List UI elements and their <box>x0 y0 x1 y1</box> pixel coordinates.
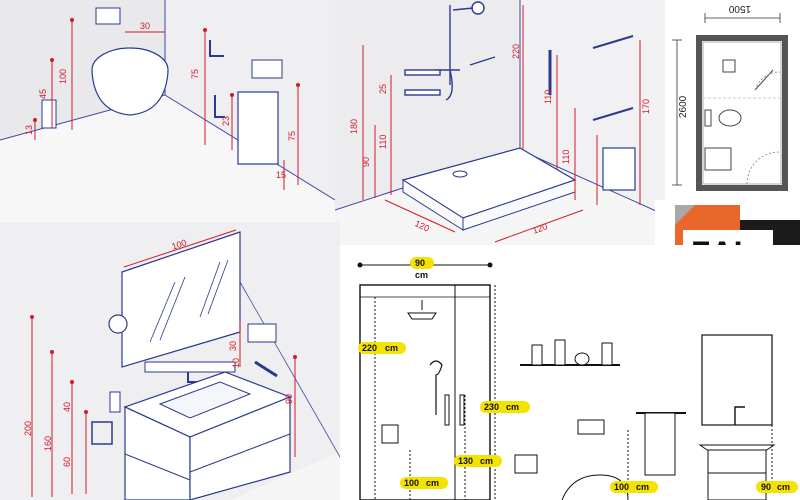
dim-value: 220 <box>362 343 377 353</box>
plan-toilet-icon <box>718 109 742 127</box>
shower-corner-panel: 220 110 25 180 90 110 110 170 120 120 <box>335 0 665 245</box>
vanity-panel: 100 30 10 200 160 40 60 90 <box>0 222 340 500</box>
makeup-mirror <box>108 314 128 334</box>
shelf-bottles <box>531 339 613 366</box>
glass-shelf <box>144 361 236 373</box>
dim-label: 100 <box>58 69 68 84</box>
towel-shelves <box>404 69 441 96</box>
cabin-width-value: 90 <box>415 258 425 268</box>
dim-label: 160 <box>43 436 53 451</box>
dim-label: 120 <box>531 221 549 236</box>
plan-shower-door <box>754 69 774 91</box>
dim-label: 100 <box>170 238 187 252</box>
dim-unit: cm <box>480 456 493 466</box>
dim-label: 75 <box>287 131 297 141</box>
vanity-cabinet <box>123 371 292 500</box>
plan-sink-icon <box>704 147 732 171</box>
dim-label: 75 <box>190 69 200 79</box>
dim-value: 100 <box>614 482 629 492</box>
dim-unit: cm <box>777 482 790 492</box>
dim-unit: cm <box>506 402 519 412</box>
shower-cabin <box>359 284 491 500</box>
dim-badge <box>400 477 448 489</box>
floor-plan-panel: 1500 2600 <box>665 0 800 200</box>
dim-label: 23 <box>221 116 231 126</box>
dim-label: 60 <box>62 457 72 467</box>
towel-bars <box>592 35 634 121</box>
dim-value: 90 <box>761 482 771 492</box>
shower-mixer <box>381 424 399 444</box>
dim-label: 30 <box>228 341 238 351</box>
wall-mirror <box>121 231 241 368</box>
plan-drain-icon <box>722 59 736 73</box>
dim-label: 10 <box>231 358 241 368</box>
dim-label: 90 <box>361 157 371 167</box>
toilet-wall-panel: 30 100 45 13 75 23 75 15 <box>0 0 335 222</box>
cabin-width-unit: cm <box>415 270 428 280</box>
dim-value: 230 <box>484 402 499 412</box>
toilet-paper-holder <box>514 454 538 474</box>
dim-unit: cm <box>426 478 439 488</box>
hanging-towel <box>644 412 676 476</box>
flush-buttons <box>577 419 605 435</box>
toilet-roll-holder <box>209 40 224 57</box>
toilet-brush <box>41 99 57 129</box>
dim-value: 100 <box>404 478 419 488</box>
waste-bin <box>237 91 279 165</box>
dim-badge <box>610 481 658 493</box>
dim-unit: cm <box>636 482 649 492</box>
dim-label: 25 <box>378 84 388 94</box>
dim-label: 110 <box>561 150 571 164</box>
sink-faucet <box>734 406 745 425</box>
plan-height-label: 2600 <box>678 95 689 118</box>
sink-cabinet <box>707 449 767 500</box>
shower-rail-set <box>435 1 496 101</box>
dim-label: 170 <box>641 99 651 114</box>
hair-dryer-holder <box>254 360 278 378</box>
dim-badge <box>480 401 530 413</box>
plan-door-swing <box>746 151 780 185</box>
rain-shower-head <box>407 300 437 320</box>
wall-mirror-front <box>701 334 773 426</box>
dim-badge <box>358 342 406 354</box>
paper-dispenser <box>251 59 283 79</box>
dim-badge <box>756 481 798 493</box>
dim-label: 110 <box>543 90 553 104</box>
dim-label: 13 <box>24 125 34 135</box>
dim-badge <box>454 455 502 467</box>
dim-label: 45 <box>38 89 48 99</box>
wall-hung-toilet <box>91 47 169 116</box>
towel-ring <box>91 421 113 445</box>
dim-label: 180 <box>349 119 359 134</box>
dim-value: 130 <box>458 456 473 466</box>
flush-plate <box>95 7 121 25</box>
brush-holder-bracket <box>214 95 225 118</box>
width-badge <box>410 257 434 269</box>
dim-label: 200 <box>23 421 33 436</box>
plan-width-label: 1500 <box>728 3 751 14</box>
laundry-basket <box>602 147 636 191</box>
soap-bottle <box>109 391 121 413</box>
hand-shower <box>429 360 443 415</box>
dim-unit: cm <box>385 343 398 353</box>
shower-tray <box>401 147 577 231</box>
dim-label: 220 <box>511 44 521 59</box>
dim-label: 110 <box>378 135 388 149</box>
shower-cabin-front-panel: 90 cm 220 cm 230 <box>340 245 800 500</box>
dispenser-plate <box>247 323 277 343</box>
dim-label: 90 <box>284 394 294 404</box>
dim-label: 40 <box>62 402 72 412</box>
dim-label: 30 <box>140 21 150 31</box>
dim-label: 15 <box>276 170 286 180</box>
